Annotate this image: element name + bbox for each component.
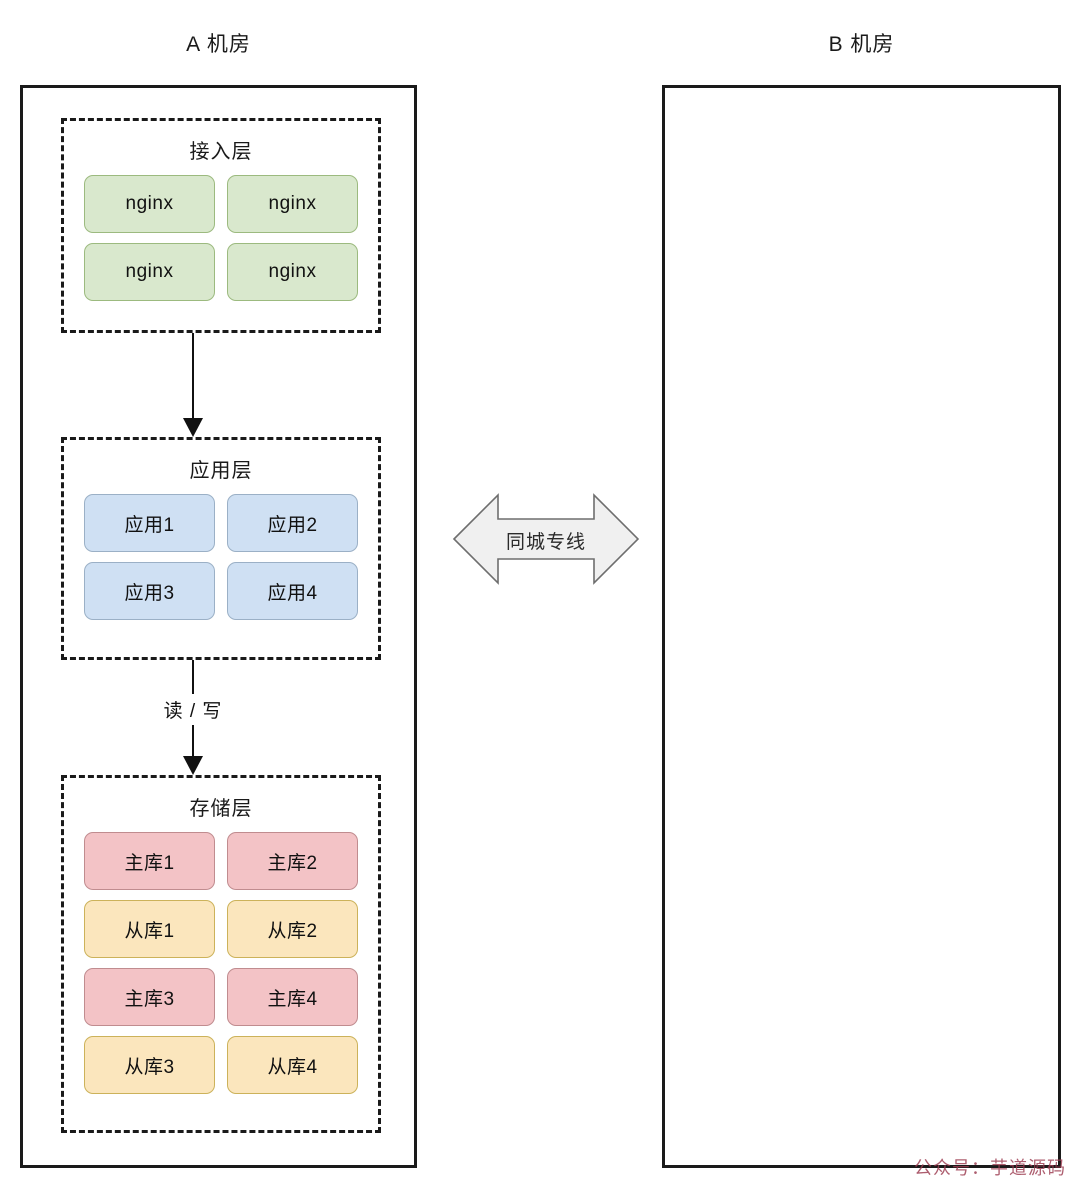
- layer-access-nodes: nginx nginx nginx nginx: [84, 175, 358, 301]
- room-a-box: 接入层 nginx nginx nginx nginx 应用层 应用1 应用2 …: [20, 85, 417, 1168]
- node-app-4[interactable]: 应用4: [227, 562, 358, 620]
- node-nginx-4[interactable]: nginx: [227, 243, 358, 301]
- link-label: 同城专线: [505, 532, 586, 553]
- layer-app-nodes: 应用1 应用2 应用3 应用4: [84, 494, 358, 620]
- node-nginx-3[interactable]: nginx: [84, 243, 215, 301]
- connector-label-read-write: 读 / 写: [156, 694, 230, 725]
- layer-storage: 存储层 主库1 主库2 从库1 从库2 主库3 主库4 从库3 从库4: [61, 775, 381, 1133]
- room-b-box: [662, 85, 1061, 1168]
- arrowhead-down-icon: [183, 756, 203, 775]
- node-master-2[interactable]: 主库2: [227, 832, 358, 890]
- layer-storage-title: 存储层: [189, 798, 253, 820]
- node-slave-3[interactable]: 从库3: [84, 1036, 215, 1094]
- watermark: 公众号：芋道源码: [914, 1158, 1066, 1178]
- node-slave-1[interactable]: 从库1: [84, 900, 215, 958]
- layer-access-title: 接入层: [189, 141, 253, 163]
- node-nginx-2[interactable]: nginx: [227, 175, 358, 233]
- node-app-1[interactable]: 应用1: [84, 494, 215, 552]
- room-b-title: B 机房: [828, 33, 895, 56]
- node-slave-4[interactable]: 从库4: [227, 1036, 358, 1094]
- node-master-3[interactable]: 主库3: [84, 968, 215, 1026]
- node-master-1[interactable]: 主库1: [84, 832, 215, 890]
- node-slave-2[interactable]: 从库2: [227, 900, 358, 958]
- node-app-2[interactable]: 应用2: [227, 494, 358, 552]
- node-nginx-1[interactable]: nginx: [84, 175, 215, 233]
- node-app-3[interactable]: 应用3: [84, 562, 215, 620]
- layer-access: 接入层 nginx nginx nginx nginx: [61, 118, 381, 333]
- layer-app-title: 应用层: [189, 460, 253, 482]
- arrowhead-down-icon: [183, 418, 203, 437]
- bidirectional-arrow-icon: [452, 489, 640, 589]
- layer-app: 应用层 应用1 应用2 应用3 应用4: [61, 437, 381, 660]
- layer-storage-nodes: 主库1 主库2 从库1 从库2 主库3 主库4 从库3 从库4: [84, 832, 358, 1094]
- room-a-title: A 机房: [186, 33, 251, 56]
- node-master-4[interactable]: 主库4: [227, 968, 358, 1026]
- connector-line: [192, 333, 194, 419]
